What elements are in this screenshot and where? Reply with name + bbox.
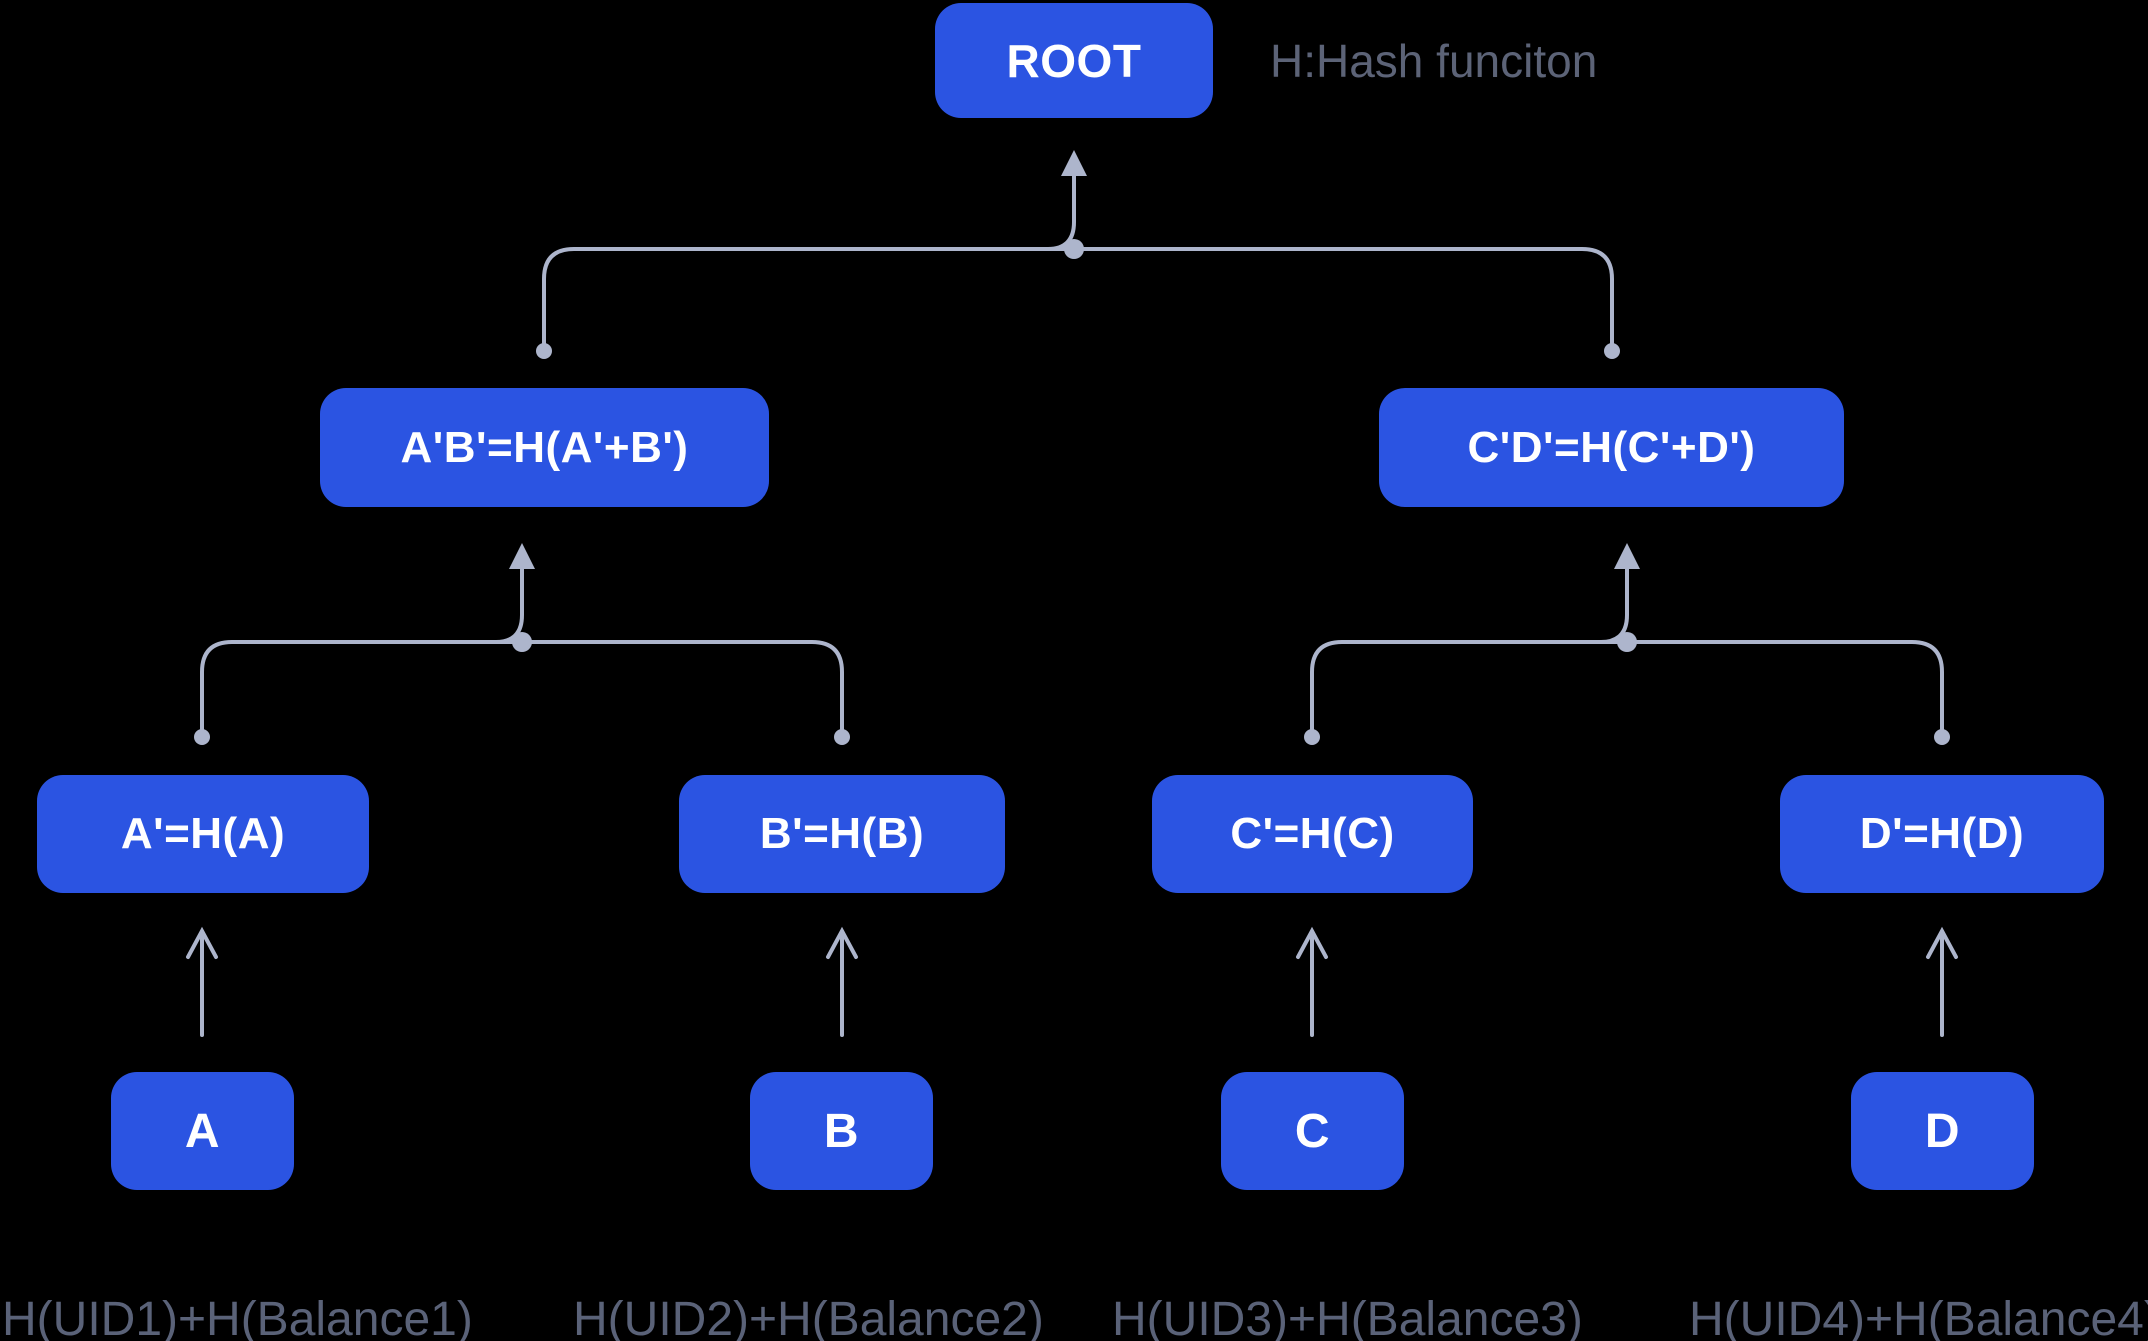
arrow-up-icon xyxy=(1061,150,1087,176)
arrow-up-icon xyxy=(1926,926,1958,959)
leaf-caption-3: H(UID3)+H(Balance3) xyxy=(1112,1293,1583,1341)
connector-root-children xyxy=(536,150,1620,359)
arrow-shaft xyxy=(1600,565,1629,644)
junction-dot xyxy=(1064,239,1084,259)
connector-cd-children xyxy=(1304,543,1950,745)
leaf-arrow-a xyxy=(186,926,218,1037)
arrow-up-icon xyxy=(509,543,535,569)
leaf-arrow-c xyxy=(1296,926,1328,1037)
end-dot xyxy=(536,343,552,359)
node-c-hash: C'=H(C) xyxy=(1152,775,1473,893)
junction-dot xyxy=(512,632,532,652)
bracket-line xyxy=(200,640,844,737)
node-leaf-b: B xyxy=(750,1072,933,1190)
bracket-line xyxy=(542,247,1614,351)
leaf-arrow-b xyxy=(826,926,858,1037)
arrow-up-icon xyxy=(826,926,858,959)
node-leaf-a: A xyxy=(111,1072,294,1190)
leaf-caption-2: H(UID2)+H(Balance2) xyxy=(573,1293,1044,1341)
end-dot xyxy=(1604,343,1620,359)
end-dot xyxy=(1304,729,1320,745)
leaf-arrow-d xyxy=(1926,926,1958,1037)
legend-note: H:Hash funciton xyxy=(1270,35,1598,87)
node-cd-hash: C'D'=H(C'+D') xyxy=(1379,388,1844,507)
bracket-line xyxy=(1310,640,1944,737)
junction-dot xyxy=(1617,632,1637,652)
node-root: ROOT xyxy=(935,3,1213,118)
arrow-up-icon xyxy=(186,926,218,959)
arrow-up-icon xyxy=(1614,543,1640,569)
arrow-up-icon xyxy=(1296,926,1328,959)
node-a-hash: A'=H(A) xyxy=(37,775,369,893)
leaf-caption-1: H(UID1)+H(Balance1) xyxy=(2,1293,473,1341)
node-d-hash: D'=H(D) xyxy=(1780,775,2104,893)
node-ab-hash: A'B'=H(A'+B') xyxy=(320,388,769,507)
end-dot xyxy=(194,729,210,745)
node-leaf-c: C xyxy=(1221,1072,1404,1190)
end-dot xyxy=(1934,729,1950,745)
connector-ab-children xyxy=(194,543,850,745)
node-b-hash: B'=H(B) xyxy=(679,775,1005,893)
node-leaf-d: D xyxy=(1851,1072,2034,1190)
leaf-caption-4: H(UID4)+H(Balance4) xyxy=(1689,1293,2148,1341)
arrow-shaft xyxy=(1047,172,1076,251)
end-dot xyxy=(834,729,850,745)
arrow-shaft xyxy=(495,565,524,644)
